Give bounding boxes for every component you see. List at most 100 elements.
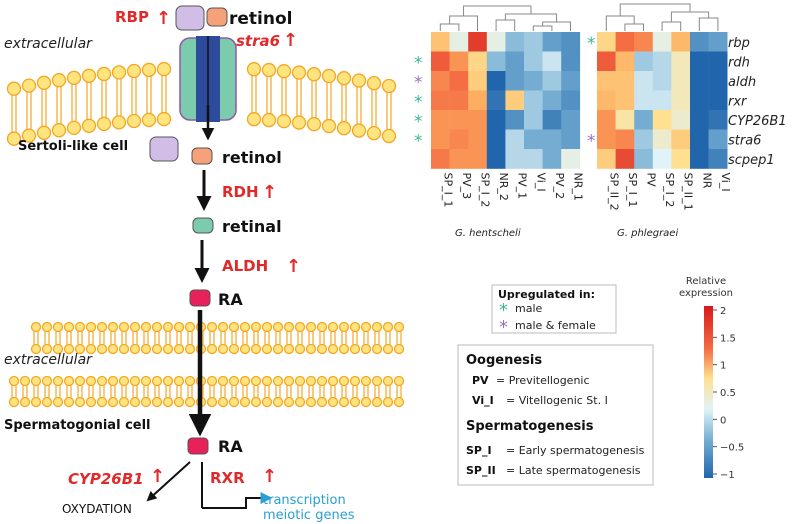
- lipid-head: [294, 343, 306, 355]
- lipid-head: [250, 343, 262, 355]
- lipid-head: [217, 375, 229, 387]
- heatmap-cell: [671, 32, 691, 52]
- heatmap-cell: [431, 32, 450, 52]
- lipid-head: [52, 375, 64, 387]
- lipid-head: [52, 396, 64, 408]
- stra6-label: stra6: [236, 32, 280, 50]
- heatmap-cell: [597, 129, 616, 150]
- lipid-head: [184, 343, 196, 355]
- dendrogram-branch: [619, 3, 691, 16]
- lipid-head: [30, 343, 42, 355]
- heatmap-cell: [690, 90, 709, 111]
- sample-label: PV_1: [516, 173, 529, 200]
- rbp-protein-shape: [175, 5, 205, 31]
- lipid-head: [19, 396, 31, 408]
- upregulated-legend-title: Upregulated in:: [498, 288, 595, 301]
- heatmap-cell: [505, 90, 525, 111]
- lipid-head: [316, 343, 328, 355]
- lipid-head: [393, 321, 405, 333]
- lipid-head: [96, 396, 108, 408]
- lipid-head: [239, 396, 251, 408]
- colorbar-title-2: expression: [679, 288, 733, 299]
- transcription-label-1: transcription: [263, 493, 346, 508]
- key-pv-abbr: PV: [472, 374, 489, 387]
- heatmap-cell: [542, 90, 562, 111]
- pathway-diagram: extracellular RBP ↑ retinol stra6 ↑ Sert…: [4, 5, 405, 523]
- heatmap-cell: [468, 129, 488, 150]
- heatmap-cell: [524, 129, 543, 150]
- lipid-head: [126, 63, 142, 79]
- lipid-head: [305, 343, 317, 355]
- lipid-head: [129, 375, 141, 387]
- lipid-head: [129, 396, 141, 408]
- gene-label: CYP26B1: [728, 114, 787, 129]
- lipid-head: [360, 396, 372, 408]
- lipid-head: [272, 321, 284, 333]
- lipid-head: [283, 375, 295, 387]
- lipid-head: [173, 343, 185, 355]
- heatmap-cell: [505, 110, 525, 130]
- heatmap-cell: [597, 149, 616, 169]
- lipid-head: [141, 62, 157, 78]
- heatmap-cell: [561, 90, 581, 111]
- lipid-head: [30, 396, 42, 408]
- lipid-head: [382, 375, 394, 387]
- lipid-head: [360, 343, 372, 355]
- heatmap-cell: [468, 149, 488, 169]
- lipid-head: [96, 321, 108, 333]
- lipid-head: [306, 67, 322, 82]
- lipid-head: [206, 396, 218, 408]
- heatmap-cell: [597, 90, 616, 111]
- heatmap-cell: [468, 71, 488, 91]
- heatmap-cell: [468, 90, 488, 111]
- lipid-head: [261, 321, 273, 333]
- lipid-head: [250, 321, 262, 333]
- heatmap-cell: [634, 129, 654, 150]
- lipid-head: [321, 68, 337, 84]
- extracellular-label-top: extracellular: [4, 36, 93, 52]
- colorbar-gradient: [704, 306, 713, 478]
- lipid-head: [239, 321, 251, 333]
- key-spii-def: = Late spermatogenesis: [506, 464, 641, 477]
- sample-label: PV_2: [553, 173, 566, 200]
- gene-label: rxr: [728, 95, 748, 110]
- heatmap-cell: [671, 71, 691, 91]
- lipid-head: [129, 343, 141, 355]
- lipid-head: [63, 396, 75, 408]
- heatmap-cell: [524, 32, 543, 52]
- lipid-head: [272, 396, 284, 408]
- ra-top-shape: [189, 289, 211, 307]
- lipid-head: [52, 343, 64, 355]
- spermatogonial-membrane-outer: [30, 321, 405, 355]
- lipid-head: [85, 396, 97, 408]
- retinol-top-label: retinol: [229, 9, 292, 29]
- heatmap-cell: [634, 32, 654, 52]
- lipid-head: [228, 343, 240, 355]
- heatmap-cell: [505, 149, 525, 169]
- lipid-head: [349, 396, 361, 408]
- lipid-head: [41, 321, 53, 333]
- lipid-head: [294, 396, 306, 408]
- dendrogram-branch: [624, 23, 644, 31]
- heatmap-cell: [652, 149, 672, 169]
- lipid-head: [393, 375, 405, 387]
- lipid-head: [250, 396, 262, 408]
- lipid-head: [381, 78, 397, 94]
- heatmap-cell: [468, 110, 488, 130]
- heatmap-cell: [708, 51, 728, 72]
- heatmap-cell: [671, 51, 691, 72]
- lipid-head: [51, 123, 67, 138]
- lipid-head: [261, 112, 277, 128]
- lipid-head: [96, 116, 112, 132]
- lipid-head: [272, 375, 284, 387]
- lipid-head: [107, 321, 119, 333]
- lipid-head: [140, 396, 152, 408]
- heatmap-cell: [671, 110, 691, 130]
- heatmap-cell: [431, 90, 450, 111]
- lipid-head: [162, 321, 174, 333]
- lipid-head: [151, 375, 163, 387]
- retinal-label: retinal: [222, 217, 282, 236]
- heatmap-cell: [486, 51, 506, 72]
